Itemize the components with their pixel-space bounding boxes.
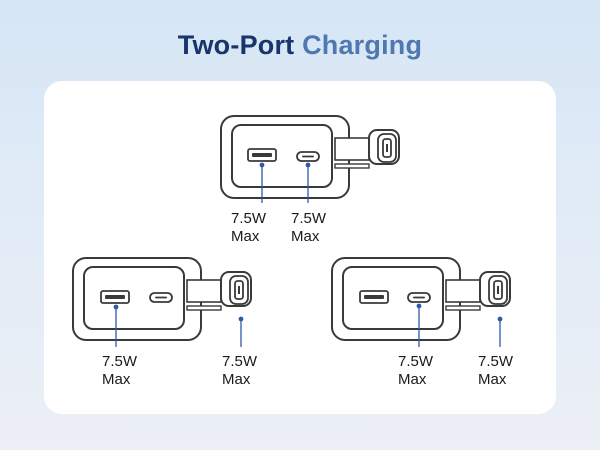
power-unit: Max [231, 228, 260, 245]
usb-c-port-icon [296, 151, 320, 162]
indicator-line-icon [259, 162, 265, 203]
power-label: 7.5W Max [222, 353, 257, 389]
power-label: 7.5W Max [478, 353, 513, 389]
usb-a-port-icon [247, 148, 277, 162]
power-unit: Max [398, 371, 427, 388]
power-label: 7.5W Max [398, 353, 433, 389]
usb-a-port-icon [359, 290, 389, 304]
charger-bottom-right [331, 257, 511, 347]
power-unit: Max [102, 371, 131, 388]
title-part-2: Charging [302, 30, 423, 60]
usb-a-port-icon [100, 290, 130, 304]
power-value: 7.5W [222, 353, 258, 370]
indicator-line-icon [305, 162, 311, 203]
power-value: 7.5W [291, 210, 327, 227]
power-value: 7.5W [478, 353, 514, 370]
usb-c-port-icon [407, 292, 431, 303]
usb-c-port-icon [149, 292, 173, 303]
indicator-line-icon [497, 316, 503, 347]
indicator-line-icon [238, 316, 244, 347]
power-unit: Max [478, 371, 507, 388]
charger-top [220, 115, 400, 203]
indicator-line-icon [416, 303, 422, 347]
power-label: 7.5W Max [102, 353, 137, 389]
page-title: Two-Port Charging [0, 30, 600, 61]
power-value: 7.5W [398, 353, 434, 370]
power-label: 7.5W Max [291, 210, 326, 246]
charger-bottom-left [72, 257, 252, 347]
power-unit: Max [291, 228, 320, 245]
power-value: 7.5W [102, 353, 138, 370]
indicator-line-icon [113, 304, 119, 347]
power-label: 7.5W Max [231, 210, 266, 246]
power-value: 7.5W [231, 210, 267, 227]
title-part-1: Two-Port [177, 30, 295, 60]
power-unit: Max [222, 371, 251, 388]
